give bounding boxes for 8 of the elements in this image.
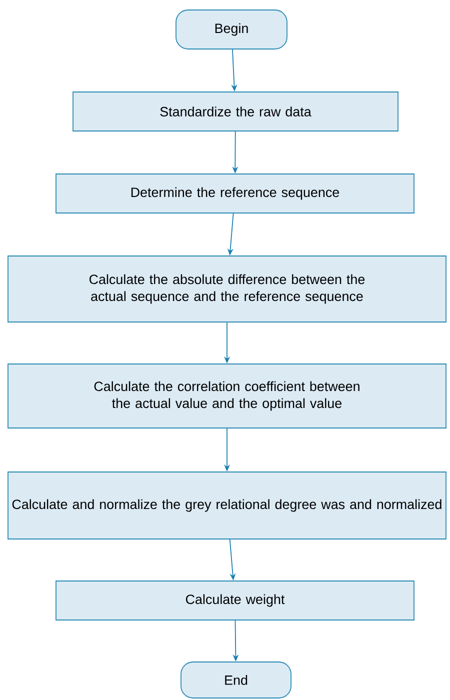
process-box: Calculate and normalize the grey relational degree was and normalized — [8, 472, 446, 540]
terminal-box: Begin — [176, 10, 288, 50]
process-box: Standardize the raw data — [72, 92, 398, 132]
process-box: Determine the reference sequence — [56, 174, 414, 214]
process-box: Calculate weight — [56, 580, 414, 620]
terminal-box: End — [180, 662, 292, 698]
process-box: Calculate the correlation coefficient between the actual value and the optimal value — [8, 364, 446, 428]
process-box: Calculate the absolute difference between the actual sequence and the reference sequence — [8, 256, 446, 322]
